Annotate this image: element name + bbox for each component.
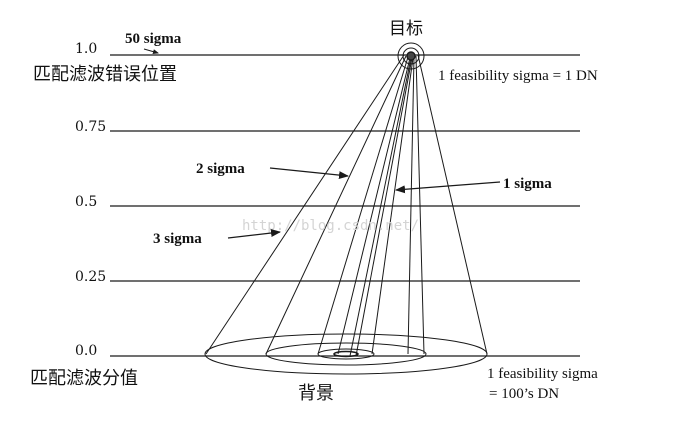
fifty-sigma-label: 50 sigma [125, 31, 182, 47]
one-sigma-arrow [395, 181, 501, 194]
fifty-sigma-arrow [143, 48, 159, 55]
level-label-0-75: 0.75 [75, 119, 106, 135]
cone-ray-3sigma-right [415, 55, 425, 355]
one-sigma-label: 1 sigma [503, 176, 552, 192]
target-circle-inner [406, 51, 416, 61]
feasibility-bottom-label-line1: 1 feasibility sigma [487, 366, 598, 382]
watermark-text: http://blog.csdn.net/ [242, 218, 419, 234]
three-sigma-label: 3 sigma [153, 231, 202, 247]
cone-ray-3sigma-left [265, 55, 407, 355]
match-error-position-label: 匹配滤波错误位置 [33, 64, 177, 85]
cone-ray-center-left [349, 57, 412, 357]
cone-ray-1sigma-left [337, 57, 411, 355]
ellipse-outer [204, 333, 488, 375]
cone-rays [205, 54, 488, 357]
level-label-0-5: 0.5 [75, 194, 97, 210]
level-label-0-25: 0.25 [75, 269, 106, 285]
level-label-0-0: 0.0 [75, 343, 97, 359]
cone-ray-2sigma-left [317, 56, 409, 355]
ellipse-2sigma [317, 348, 375, 360]
cone-ray-1sigma-right [371, 57, 414, 355]
cone-ray-2sigma-right [407, 56, 415, 355]
two-sigma-arrow [269, 167, 349, 180]
two-sigma-label: 2 sigma [196, 161, 245, 177]
level-lines [110, 54, 580, 357]
background-ellipses [204, 333, 488, 375]
target-label: 目标 [389, 19, 423, 39]
feasibility-bottom-label-line2: = 100’s DN [489, 386, 559, 402]
target-circle-outer [397, 42, 425, 70]
level-labels: 1.0 0.75 0.5 0.25 0.0 [75, 41, 106, 359]
level-label-1-0: 1.0 [75, 41, 97, 57]
cone-ray-outer-right [417, 54, 488, 355]
three-sigma-arrow [227, 229, 281, 239]
cone-ray-center-right [355, 57, 413, 357]
target-apex [397, 42, 425, 70]
target-circle-mid [402, 47, 420, 65]
ellipse-1sigma [333, 350, 359, 358]
background-label: 背景 [298, 383, 334, 404]
cone-ray-outer-left [205, 54, 405, 355]
ellipse-3sigma [265, 342, 427, 366]
feasibility-top-label: 1 feasibility sigma = 1 DN [438, 68, 598, 84]
match-filter-value-label: 匹配滤波分值 [30, 368, 138, 389]
